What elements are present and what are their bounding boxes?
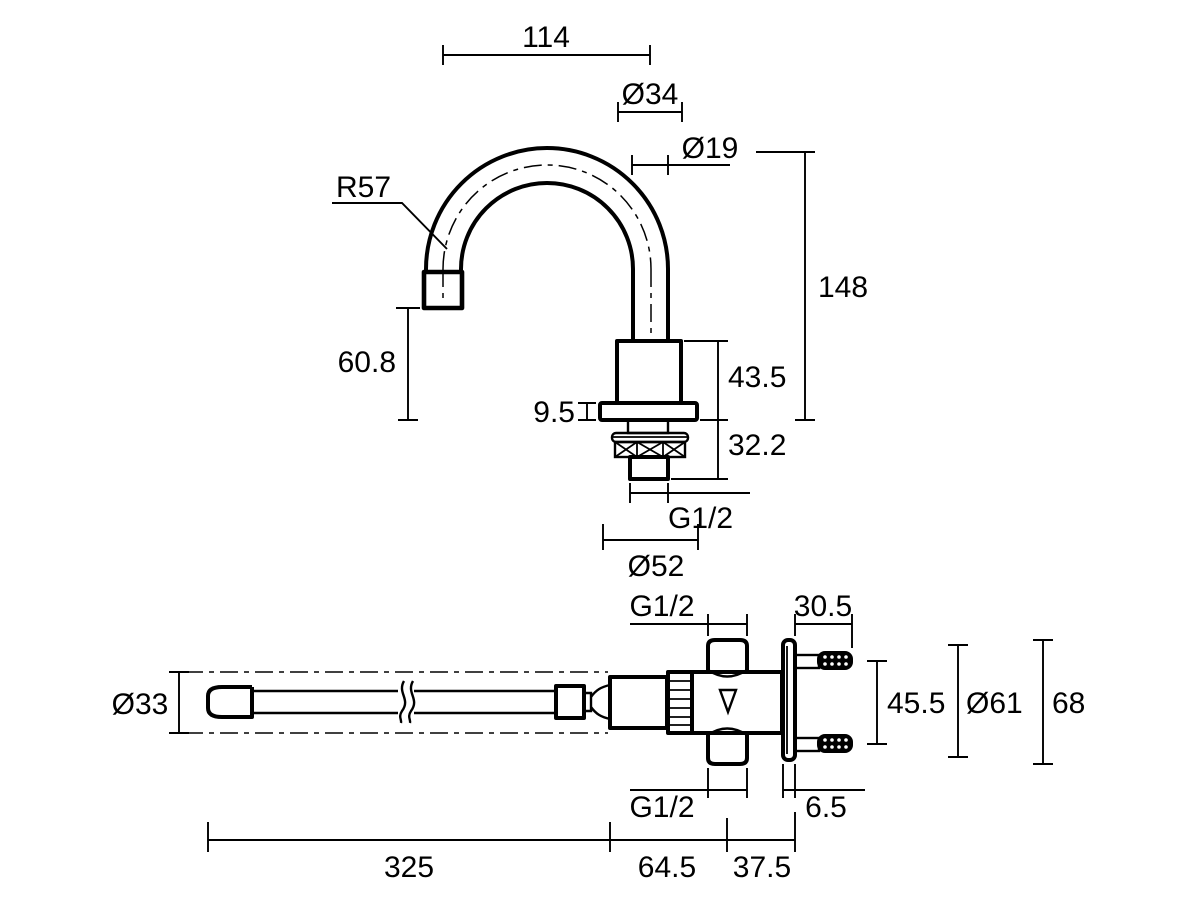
tail-block xyxy=(554,684,586,720)
pipe-break-squiggle xyxy=(398,680,416,724)
dim-reach: 114 xyxy=(522,21,570,54)
taper-fitting xyxy=(584,683,611,721)
top-port-outline xyxy=(706,638,749,670)
dim-bend-radius: R57 xyxy=(336,171,391,204)
dim-line-bottom-port-thread xyxy=(630,768,748,798)
bottom-stud-knurl xyxy=(823,738,848,749)
spout-tip-cap xyxy=(206,685,254,719)
dim-wall-offset: 37.5 xyxy=(733,851,791,884)
dim-port-spacing: 45.5 xyxy=(887,687,945,720)
dim-top-port-thread: G1/2 xyxy=(629,590,694,623)
dim-line-shank-thread xyxy=(629,483,750,503)
top-stud xyxy=(793,651,853,670)
dim-line-tube-diameter xyxy=(631,155,730,175)
threaded-shank xyxy=(628,455,670,481)
dim-line-port-spacing xyxy=(867,660,887,745)
dim-body-length: 64.5 xyxy=(638,851,696,884)
spout-outline xyxy=(424,146,670,341)
dim-swivel-diameter: Ø33 xyxy=(112,688,169,721)
flow-direction-triangle xyxy=(718,688,738,716)
dim-line-overall-height xyxy=(756,151,815,421)
dim-flange-thickness: 9.5 xyxy=(533,396,575,429)
pipe-break xyxy=(398,680,416,724)
dim-line-flange-diameter xyxy=(602,524,699,550)
dim-overall-depth: 68 xyxy=(1052,687,1085,720)
lock-ring-hatch xyxy=(614,441,686,458)
top-stud-knurl xyxy=(823,655,848,666)
top-port-dome xyxy=(707,668,748,678)
dim-tube-diameter: Ø19 xyxy=(682,132,739,165)
swivel-envelope-centerlines xyxy=(185,671,608,734)
spout-nozzle xyxy=(421,269,465,311)
dim-shank-thread: G1/2 xyxy=(668,502,733,535)
dim-outlet-clearance: 60.8 xyxy=(338,346,396,379)
dim-base-diameter: Ø34 xyxy=(622,78,679,111)
dim-line-outlet-clearance xyxy=(396,307,420,421)
dim-line-reach xyxy=(442,45,651,65)
dim-line-overall-depth xyxy=(1033,639,1053,765)
top-port xyxy=(706,638,749,678)
dim-line-body-shank xyxy=(671,340,728,480)
dim-line-bottom-chain xyxy=(207,812,796,852)
dim-body-height: 43.5 xyxy=(728,361,786,394)
dim-overall-height: 148 xyxy=(818,271,868,304)
dim-line-flange-plate-thickness xyxy=(782,764,865,798)
dim-shank-length: 32.2 xyxy=(728,429,786,462)
dim-stud-projection: 30.5 xyxy=(794,590,852,623)
leader-bend-radius xyxy=(332,202,448,250)
bottom-port-dome xyxy=(707,727,748,737)
wall-flange-outline xyxy=(781,638,797,762)
spout-centerline xyxy=(442,164,652,338)
wall-flange xyxy=(781,638,797,762)
union-nut-ribs xyxy=(668,680,692,726)
bottom-port-outline xyxy=(706,735,749,766)
dim-flange-plate-thickness: 6.5 xyxy=(805,791,847,824)
dim-line-flange-diameter xyxy=(948,644,968,758)
dim-line-stud-projection xyxy=(794,614,853,648)
dim-line-top-port-thread xyxy=(630,614,748,636)
front-view: 114 Ø34 Ø19 R57 148 60.8 43.5 32.2 9.5 G… xyxy=(332,21,868,583)
bottom-port xyxy=(706,727,749,766)
dim-line-flange-thickness xyxy=(578,402,596,421)
top-stud-thread xyxy=(817,651,853,670)
dim-flange-diameter-plan: Ø61 xyxy=(966,687,1023,720)
dim-spout-length: 325 xyxy=(384,851,434,884)
bottom-stud-thread xyxy=(817,734,853,753)
plan-view: Ø33 G1/2 30.5 45.5 Ø61 68 G1/2 6.5 325 6… xyxy=(112,590,1086,884)
bottom-stud xyxy=(793,734,853,753)
dim-bottom-port-thread: G1/2 xyxy=(629,791,694,824)
dim-line-base-diameter xyxy=(617,102,683,122)
dim-line-swivel-diameter xyxy=(169,671,189,734)
dim-flange-diameter: Ø52 xyxy=(628,550,685,583)
